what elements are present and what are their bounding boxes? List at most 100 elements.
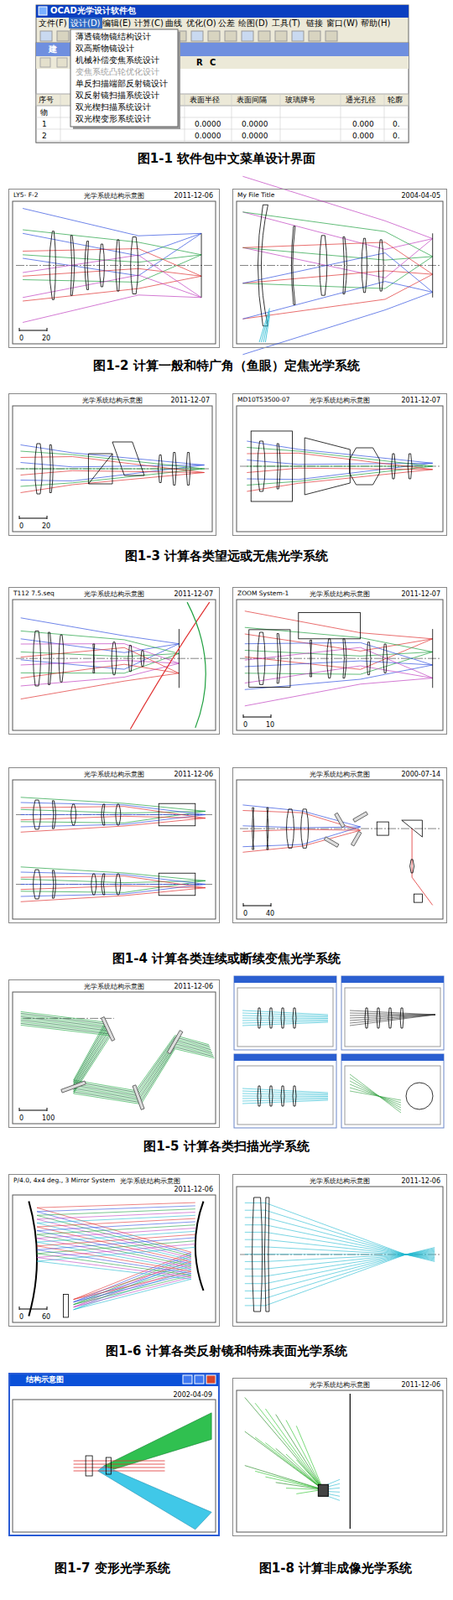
drawing-stroke [73, 1471, 166, 1473]
ray [20, 639, 180, 653]
ray [265, 316, 270, 344]
drawing-stroke [19, 518, 47, 520]
lens [140, 650, 145, 667]
toolbar-icon [325, 31, 338, 42]
toolbar-icon [191, 31, 204, 42]
ray [244, 1202, 435, 1255]
drawing-stroke [349, 1084, 401, 1106]
lens [84, 241, 89, 291]
dropdown-item: 薄透镜物镜结构设计 [75, 31, 151, 42]
ray [244, 1247, 435, 1255]
ray [259, 308, 270, 344]
plot-date: 2011-12-07 [170, 396, 212, 405]
menu-item: 文件(F) [38, 18, 68, 29]
title-bar [36, 5, 409, 18]
ray [20, 802, 206, 816]
lens [257, 204, 268, 327]
mirror [334, 812, 345, 828]
ray [20, 811, 206, 823]
table-text: 2 [41, 131, 47, 141]
title-bar [341, 976, 444, 984]
plot-area [236, 406, 443, 532]
title-bar [8, 1373, 220, 1387]
ray [242, 281, 433, 320]
ray [246, 441, 433, 464]
ray [244, 627, 433, 652]
ray [246, 453, 433, 470]
screenshot-frame: 光学系统结构示意图2011-12-07020 [8, 393, 217, 537]
drawing-stroke [349, 1015, 436, 1024]
screenshot-frame: ZOOM System-1光学系统结构示意图2011-12-07010 [232, 587, 448, 735]
drawing-stroke [239, 828, 440, 830]
ray [20, 1020, 213, 1099]
lens [343, 237, 348, 295]
lens [276, 443, 281, 490]
drawing-stroke [349, 1091, 401, 1101]
ray [246, 469, 433, 492]
toolbar-icon [57, 31, 69, 42]
screenshot-frame: 光学系统结构示意图2011-12-060100 [8, 979, 220, 1129]
plot-header: 光学系统结构示意图 [308, 396, 371, 405]
prism [158, 873, 196, 896]
figure-caption: 图1-3 计算各类望远或无焦光学系统 [124, 549, 329, 564]
dropdown-item: 双反射镜扫描系统设计 [75, 90, 160, 101]
plot-header: 光学系统结构示意图 [308, 590, 371, 599]
drawing-stroke [46, 1306, 48, 1311]
screenshot-frame: T112 7.5.seq光学系统结构示意图2011-12-07 [8, 587, 220, 735]
ray [20, 818, 206, 834]
mirror [353, 812, 369, 823]
ray [20, 630, 180, 654]
ray [36, 1234, 196, 1301]
drawing-stroke [243, 714, 245, 719]
lens [281, 1008, 285, 1029]
drawing-stroke [46, 515, 48, 520]
screenshot-frame: LY5- F-2光学系统结构示意图2011-12-06020 [8, 188, 220, 349]
scale-number: 0 [18, 1114, 25, 1123]
lens [115, 874, 121, 896]
ray [20, 1018, 213, 1098]
ray [20, 644, 180, 665]
ray [20, 872, 206, 886]
lens-barrel [249, 630, 291, 688]
drawing-stroke [201, 233, 203, 298]
light-beam [98, 1466, 213, 1531]
drawing-stroke [88, 453, 113, 485]
table-text: 轮廓 [387, 95, 403, 105]
table-text: 0.0000 [241, 119, 269, 129]
menu-item: 曲线 [165, 18, 183, 29]
drawing-stroke [239, 265, 440, 266]
ray [242, 242, 433, 275]
mirror [28, 1202, 37, 1318]
ray [20, 663, 180, 687]
file-title: LY5- F-2 [12, 192, 39, 200]
lens [361, 238, 368, 293]
drawing-stroke [340, 93, 342, 143]
ray [244, 1218, 435, 1255]
drawing-stroke [242, 1018, 329, 1021]
drawing-stroke [432, 233, 433, 298]
plot-area [236, 201, 443, 344]
plot-header: 光学系统结构示意图 [83, 983, 146, 991]
dropdown-item: 单反扫描端部反射镜设计 [75, 78, 168, 89]
lens [33, 869, 42, 900]
lens [383, 644, 388, 673]
ray [20, 618, 180, 645]
ray [244, 1210, 435, 1255]
plot-area [12, 780, 216, 920]
window-title: 结构示意图 [25, 1375, 65, 1385]
ray [246, 460, 433, 465]
lens [115, 804, 121, 826]
drawing-stroke [46, 1108, 48, 1112]
drawing-stroke [242, 1091, 329, 1095]
ray [244, 650, 433, 657]
lens [115, 239, 121, 292]
title-bar [234, 1054, 337, 1062]
prism [376, 822, 389, 836]
ray [20, 885, 206, 890]
ray [20, 1021, 214, 1101]
plot-header: 光学系统结构示意图 [308, 770, 371, 779]
light-source [317, 1484, 329, 1497]
plot-date: 2011-12-06 [173, 192, 215, 200]
ray [275, 1483, 324, 1491]
